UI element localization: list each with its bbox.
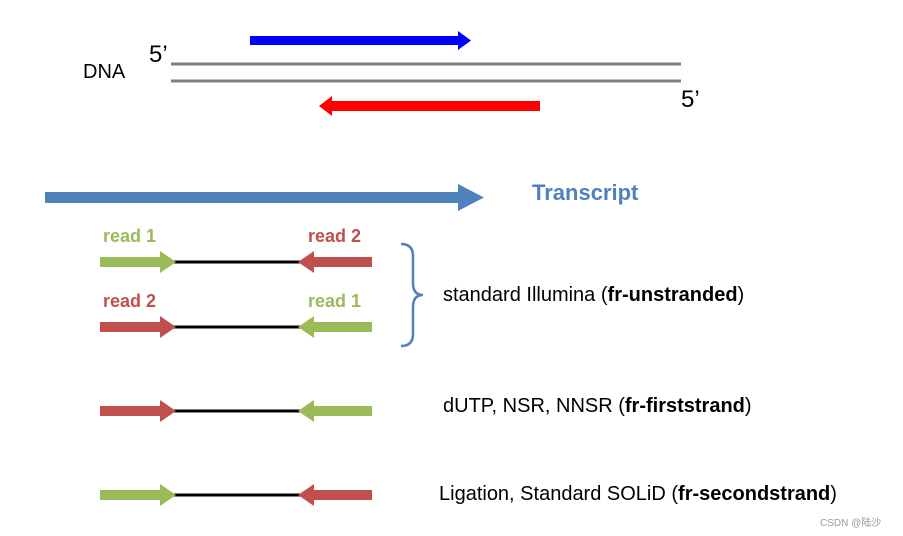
dna-reverse-arrow xyxy=(319,96,540,116)
dna-label: DNA xyxy=(83,61,126,83)
library-type: fr-secondstrand xyxy=(678,483,831,505)
read-label-row1-left: read 1 xyxy=(103,226,157,246)
fragment-row-1 xyxy=(100,251,372,273)
library-type: fr-firststrand xyxy=(624,395,745,417)
read-label-row1-right: read 2 xyxy=(308,226,362,246)
five-prime-top-label: 5’ xyxy=(149,41,168,68)
read-label-row2-right: read 1 xyxy=(308,291,362,311)
dna-forward-arrow xyxy=(250,31,471,50)
library-label-unstranded: standard Illumina (fr-unstranded) xyxy=(443,284,744,307)
library-prefix: standard Illumina ( xyxy=(443,284,608,306)
five-prime-bottom-label: 5’ xyxy=(681,86,700,113)
library-suffix: ) xyxy=(830,483,837,505)
transcript-arrow xyxy=(45,184,484,211)
fragment-row-secondstrand xyxy=(100,484,372,506)
fragment-row-firststrand xyxy=(100,400,372,422)
library-suffix: ) xyxy=(744,395,752,417)
library-label-secondstrand: Ligation, Standard SOLiD (fr-secondstran… xyxy=(439,483,837,506)
transcript-label: Transcript xyxy=(532,180,639,205)
library-type: fr-unstranded xyxy=(607,284,738,306)
library-suffix: ) xyxy=(737,284,745,306)
library-prefix: Ligation, Standard SOLiD ( xyxy=(439,483,679,505)
fragment-row-2 xyxy=(100,316,372,338)
curly-bracket xyxy=(400,242,424,348)
read-label-row2-left: read 2 xyxy=(103,291,157,311)
watermark: CSDN @陆沙 xyxy=(820,518,882,529)
library-prefix: dUTP, NSR, NNSR ( xyxy=(443,395,625,417)
library-label-firststrand: dUTP, NSR, NNSR (fr-firststrand) xyxy=(443,395,752,418)
